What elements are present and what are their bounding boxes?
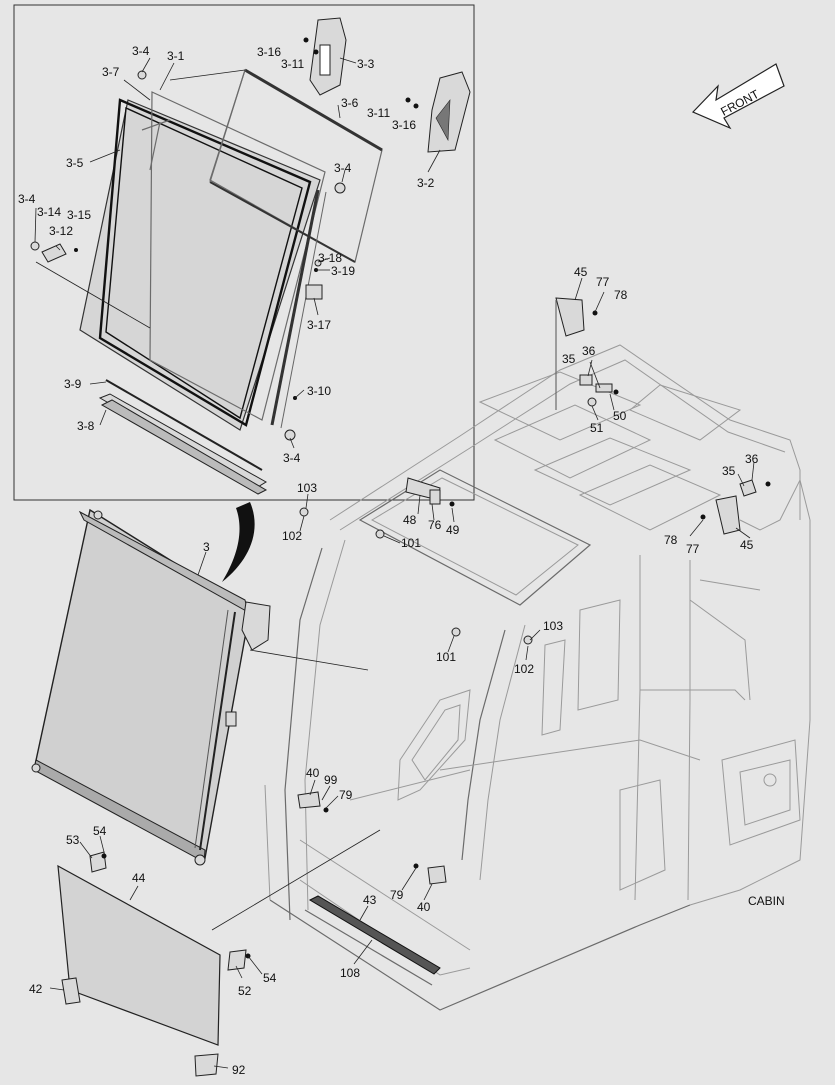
callout-42: 42: [29, 982, 43, 996]
detail-window-frame: [79, 91, 326, 431]
callout-92: 92: [232, 1063, 246, 1077]
callout-3-16: 3-16: [257, 45, 281, 59]
callout-99: 99: [324, 773, 338, 787]
main-leaders: [49, 277, 755, 1069]
callout-3-2: 3-2: [417, 176, 435, 190]
cabin-caption: CABIN: [748, 894, 785, 908]
callout-36: 36: [582, 344, 596, 358]
callout-53: 53: [66, 833, 80, 847]
callout-79: 79: [339, 788, 353, 802]
callout-35: 35: [562, 352, 576, 366]
callout-52: 52: [238, 984, 252, 998]
callout-78: 78: [664, 533, 678, 547]
detail-rod-frame: [209, 68, 383, 263]
callout-77: 77: [686, 542, 700, 556]
callout-101: 101: [436, 650, 456, 664]
callout-3-9: 3-9: [64, 377, 82, 391]
detail-small-parts: [30, 37, 419, 441]
callout-40: 40: [306, 766, 320, 780]
callout-79: 79: [390, 888, 404, 902]
callout-102: 102: [282, 529, 302, 543]
callout-54: 54: [93, 824, 107, 838]
callout-76: 76: [428, 518, 442, 532]
callout-3-12: 3-12: [49, 224, 73, 238]
callout-3-5: 3-5: [66, 156, 84, 170]
detail-latch-3-3: [309, 17, 347, 96]
callout-3-4: 3-4: [132, 44, 150, 58]
detail-leaders: [34, 57, 441, 449]
callout-102: 102: [514, 662, 534, 676]
detail-latch-3-2: [427, 71, 471, 153]
callout-3-3: 3-3: [357, 57, 375, 71]
callout-3-18: 3-18: [318, 251, 342, 265]
detail-side-rail: [270, 189, 327, 429]
callout-51: 51: [590, 421, 604, 435]
callout-101: 101: [401, 536, 421, 550]
callout-48: 48: [403, 513, 417, 527]
callout-3-14: 3-14: [37, 205, 61, 219]
window-assembly: [31, 508, 271, 866]
callout-44: 44: [132, 871, 146, 885]
callout-43: 43: [363, 893, 377, 907]
callout-50: 50: [613, 409, 627, 423]
callout-3-11: 3-11: [281, 57, 304, 71]
callout-45: 45: [574, 265, 588, 279]
lower-panel: [57, 851, 247, 1077]
cabin-hardware: [101, 297, 771, 959]
callout-3: 3: [203, 540, 210, 554]
callout-3-4: 3-4: [283, 451, 301, 465]
callout-3-16: 3-16: [392, 118, 416, 132]
callout-3-4: 3-4: [18, 192, 36, 206]
callout-3-17: 3-17: [307, 318, 331, 332]
callout-49: 49: [446, 523, 460, 537]
callout-3-10: 3-10: [307, 384, 331, 398]
transfer-arrow: [222, 502, 255, 582]
callout-3-15: 3-15: [67, 208, 91, 222]
callout-3-4: 3-4: [334, 161, 352, 175]
front-arrow: FRONT: [691, 63, 785, 130]
callout-40: 40: [417, 900, 431, 914]
callout-78: 78: [614, 288, 628, 302]
callout-3-1: 3-1: [167, 49, 185, 63]
callout-45: 45: [740, 538, 754, 552]
callout-54: 54: [263, 971, 277, 985]
callout-35: 35: [722, 464, 736, 478]
cabin-structure: [264, 344, 811, 1011]
callout-103: 103: [543, 619, 563, 633]
callout-3-6: 3-6: [341, 96, 359, 110]
callout-3-8: 3-8: [77, 419, 95, 433]
callout-3-19: 3-19: [331, 264, 355, 278]
detail-bottom-channel: [98, 379, 268, 495]
callout-36: 36: [745, 452, 759, 466]
callout-77: 77: [596, 275, 610, 289]
detail-callout-labels: 3-1 3-2 3-3 3-4 3-4 3-4 3-4 3-5 3-6 3-7 …: [18, 44, 435, 465]
callout-108: 108: [340, 966, 360, 980]
main-callout-labels: 3 35 35 36 36 40 40 42 43 44 45 45 48 49…: [29, 265, 759, 1077]
callout-3-7: 3-7: [102, 65, 120, 79]
callout-103: 103: [297, 481, 317, 495]
callout-3-11: 3-11: [367, 106, 390, 120]
